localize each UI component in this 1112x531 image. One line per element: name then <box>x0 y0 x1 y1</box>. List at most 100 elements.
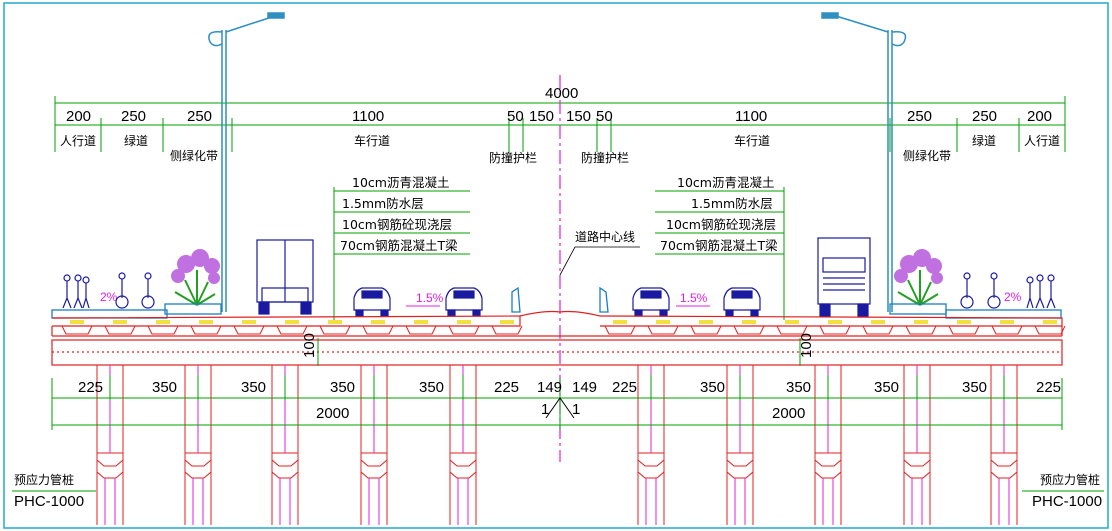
half-width-left: 2000 <box>316 405 349 422</box>
t-beam <box>776 320 808 335</box>
pile-name-right: 预应力管桩 <box>1040 472 1100 487</box>
pile-label-left: 预应力管桩 PHC-1000 <box>12 472 96 510</box>
t-beam <box>604 320 636 335</box>
t-beam <box>104 320 136 335</box>
tree-right <box>894 249 943 306</box>
car-right-1 <box>632 287 670 317</box>
bent-height-dims: 100 100 <box>301 333 815 366</box>
t-beam <box>319 320 351 335</box>
t-beam <box>647 320 679 335</box>
layer-left-3: 10cm钢筋砼现浇层 <box>342 217 452 232</box>
zone-left-green: 侧绿化带 <box>170 148 218 163</box>
width-left-barrier: 50 <box>507 108 524 125</box>
pile-spacing-right: 350 <box>874 379 899 396</box>
drawing-frame <box>3 2 1109 529</box>
pile-spacing-right: 225 <box>612 379 637 396</box>
pile-code-left: PHC-1000 <box>14 493 84 510</box>
tree-left <box>171 249 220 306</box>
pile-spacing-left: 350 <box>152 379 177 396</box>
zone-left-bike: 绿道 <box>124 133 148 148</box>
t-beam <box>362 320 394 335</box>
pile-spacing-right: 225 <box>1036 379 1061 396</box>
slope-ratio: 1 1 <box>541 397 580 419</box>
pile <box>271 375 299 525</box>
slope-lane-left: 1.5% <box>416 291 444 305</box>
layer-right-3: 10cm钢筋砼现浇层 <box>666 217 776 232</box>
layer-right-4: 70cm钢筋混凝土T梁 <box>660 238 778 253</box>
layer-left-1: 10cm沥青混凝土 <box>352 175 449 190</box>
pile-label-right: 预应力管桩 PHC-1000 <box>1022 472 1104 510</box>
street-light-right <box>821 12 907 312</box>
truck-left <box>256 239 314 315</box>
centerline-leader <box>559 246 640 276</box>
street-light-left <box>208 12 285 312</box>
width-right-bike: 250 <box>972 108 997 125</box>
truck-right <box>817 237 871 317</box>
t-beam <box>491 320 523 335</box>
bent-height-right: 100 <box>798 333 815 358</box>
slope-walk-left: 2% <box>100 290 118 304</box>
zone-left-barrier: 防撞护栏 <box>489 150 537 165</box>
t-beam <box>147 320 179 335</box>
pile-spacing-right: 350 <box>700 379 725 396</box>
pile-spacing-left: 149 <box>537 379 562 396</box>
zone-right-bike: 绿道 <box>972 133 996 148</box>
layer-right-1: 10cm沥青混凝土 <box>677 175 774 190</box>
bridge-deck <box>51 310 1063 366</box>
t-beam <box>233 320 265 335</box>
pile-name-left: 预应力管桩 <box>14 472 74 487</box>
layer-table-left: 10cm沥青混凝土 1.5mm防水层 10cm钢筋砼现浇层 70cm钢筋混凝土T… <box>333 175 470 320</box>
t-beam <box>991 320 1023 335</box>
pile-spacing-left: 350 <box>241 379 266 396</box>
car-right-2 <box>723 287 761 317</box>
pile <box>990 375 1018 525</box>
pile <box>814 375 842 525</box>
pile-spacing-right: 149 <box>572 379 597 396</box>
zone-left-lane: 车行道 <box>354 133 390 148</box>
pile <box>726 375 754 525</box>
t-beam <box>448 320 480 335</box>
width-right-barrier: 50 <box>596 108 613 125</box>
t-beam <box>948 320 980 335</box>
bent-height-left: 100 <box>301 333 318 358</box>
width-left-bike: 250 <box>121 108 146 125</box>
pile-code-right: PHC-1000 <box>1032 493 1102 510</box>
zone-right-green: 侧绿化带 <box>903 148 951 163</box>
zone-right-walk: 人行道 <box>1024 134 1060 148</box>
t-beam <box>405 320 437 335</box>
t-beam <box>1034 320 1066 335</box>
zone-labels: 人行道 绿道 侧绿化带 车行道 防撞护栏 防撞护栏 车行道 侧绿化带 绿道 人行… <box>60 133 1060 165</box>
layer-table-right: 10cm沥青混凝土 1.5mm防水层 10cm钢筋砼现浇层 70cm钢筋混凝土T… <box>655 175 785 320</box>
width-left-walk: 200 <box>66 108 91 125</box>
bottom-dimensions <box>51 378 1063 430</box>
width-left-green: 250 <box>187 108 212 125</box>
pedestrians-right <box>960 272 1056 309</box>
zone-right-lane: 车行道 <box>734 133 770 148</box>
pile-spacing-left: 350 <box>419 379 444 396</box>
slope-ratio-left: 1 <box>541 401 549 418</box>
width-left-lane: 1100 <box>352 108 384 125</box>
width-right-median: 150 <box>566 108 591 125</box>
pile <box>360 375 388 525</box>
pile <box>449 375 477 525</box>
pile-spacing-left: 225 <box>494 379 519 396</box>
pile <box>96 375 124 525</box>
pile <box>903 375 931 525</box>
slope-ratio-right: 1 <box>572 401 580 418</box>
layer-left-4: 70cm钢筋混凝土T梁 <box>340 238 458 253</box>
width-right-walk: 200 <box>1027 108 1052 125</box>
t-beam <box>276 320 308 335</box>
t-beam <box>819 320 851 335</box>
top-width-labels: 200 250 250 1100 50 150 150 50 1100 250 … <box>66 108 1052 125</box>
t-beam <box>733 320 765 335</box>
car-left-1 <box>353 287 391 317</box>
pile-spacing-left: 350 <box>330 379 355 396</box>
layer-left-2: 1.5mm防水层 <box>342 196 424 211</box>
t-beams <box>61 320 1066 335</box>
layer-right-2: 1.5mm防水层 <box>691 196 773 211</box>
pedestrians-left <box>62 272 155 309</box>
piles <box>96 375 1018 525</box>
width-left-median: 150 <box>529 108 554 125</box>
